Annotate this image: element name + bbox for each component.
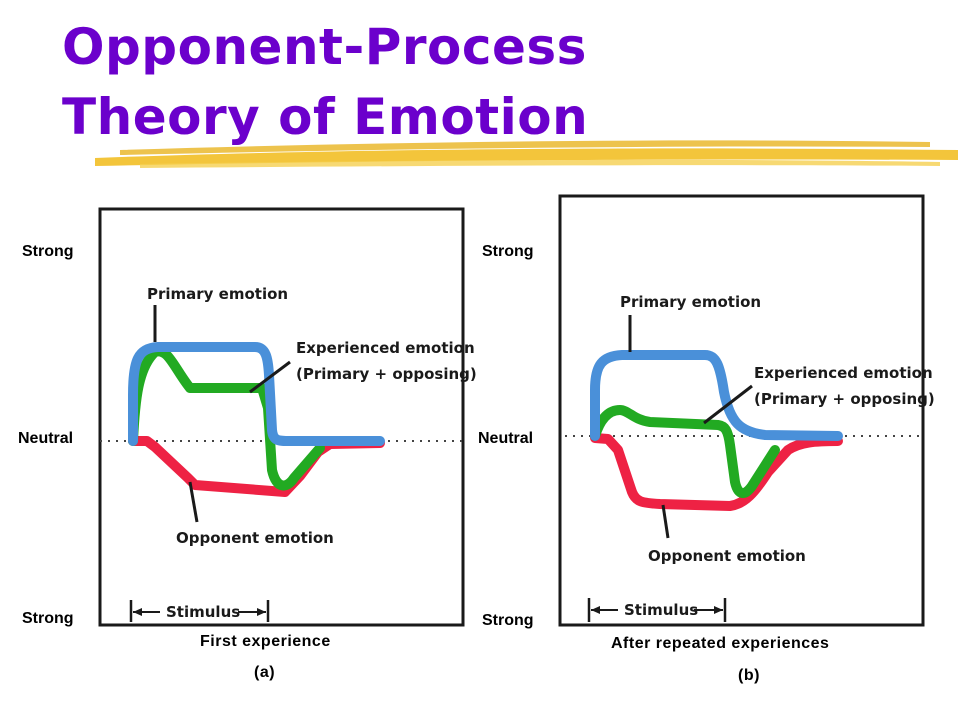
panel-b-experienced-curve bbox=[590, 405, 780, 498]
panel-b-stimulus-label: Stimulus bbox=[624, 601, 698, 619]
panel-a-strong-bottom-label: Strong bbox=[22, 610, 74, 627]
panel-a: Primary emotion Experienced emotion (Pri… bbox=[98, 207, 477, 627]
panel-b-opponent-pointer bbox=[661, 504, 670, 539]
panel-a-strong-top-label: Strong bbox=[22, 243, 74, 260]
title-underline bbox=[95, 140, 958, 168]
panel-a-experienced-label-1: Experienced emotion bbox=[296, 339, 475, 357]
panel-b-experienced-label-2: (Primary + opposing) bbox=[754, 390, 935, 408]
panel-a-experienced-pointer bbox=[249, 360, 291, 394]
panel-b-stimulus-bracket bbox=[587, 598, 727, 622]
panel-a-opponent-pointer bbox=[188, 481, 199, 523]
panel-b-sublabel: (b) bbox=[738, 667, 760, 684]
panel-a-frame bbox=[98, 207, 465, 627]
panel-b-primary-label: Primary emotion bbox=[620, 293, 761, 311]
panel-b-strong-top-label: Strong bbox=[482, 243, 534, 260]
panel-a-experienced-curve bbox=[128, 346, 325, 491]
panel-a-stimulus-bracket bbox=[129, 600, 270, 622]
panel-a-caption: First experience bbox=[200, 633, 331, 650]
panel-b-opponent-curve bbox=[590, 433, 843, 511]
panel-b-neutral-label: Neutral bbox=[478, 430, 534, 447]
panel-b: Primary emotion Experienced emotion (Pri… bbox=[558, 194, 935, 627]
panel-a-stimulus-label: Stimulus bbox=[166, 603, 240, 621]
panel-b-experienced-pointer bbox=[703, 384, 753, 425]
panel-a-primary-curve bbox=[128, 342, 385, 446]
panel-b-experienced-label-1: Experienced emotion bbox=[754, 364, 933, 382]
panel-b-strong-bottom-label: Strong bbox=[482, 612, 534, 629]
panel-a-neutral-label: Neutral bbox=[18, 430, 74, 447]
panel-a-opponent-label: Opponent emotion bbox=[176, 529, 334, 547]
panel-a-primary-label: Primary emotion bbox=[147, 285, 288, 303]
panel-a-sublabel: (a) bbox=[254, 664, 276, 681]
panel-b-primary-curve bbox=[590, 350, 843, 441]
page-title-line-2: Theory of Emotion bbox=[62, 88, 589, 146]
panel-a-experienced-label-2: (Primary + opposing) bbox=[296, 365, 477, 383]
panel-b-caption: After repeated experiences bbox=[611, 635, 830, 652]
panel-b-opponent-label: Opponent emotion bbox=[648, 547, 806, 565]
page-title-line-1: Opponent-Process bbox=[62, 18, 587, 76]
